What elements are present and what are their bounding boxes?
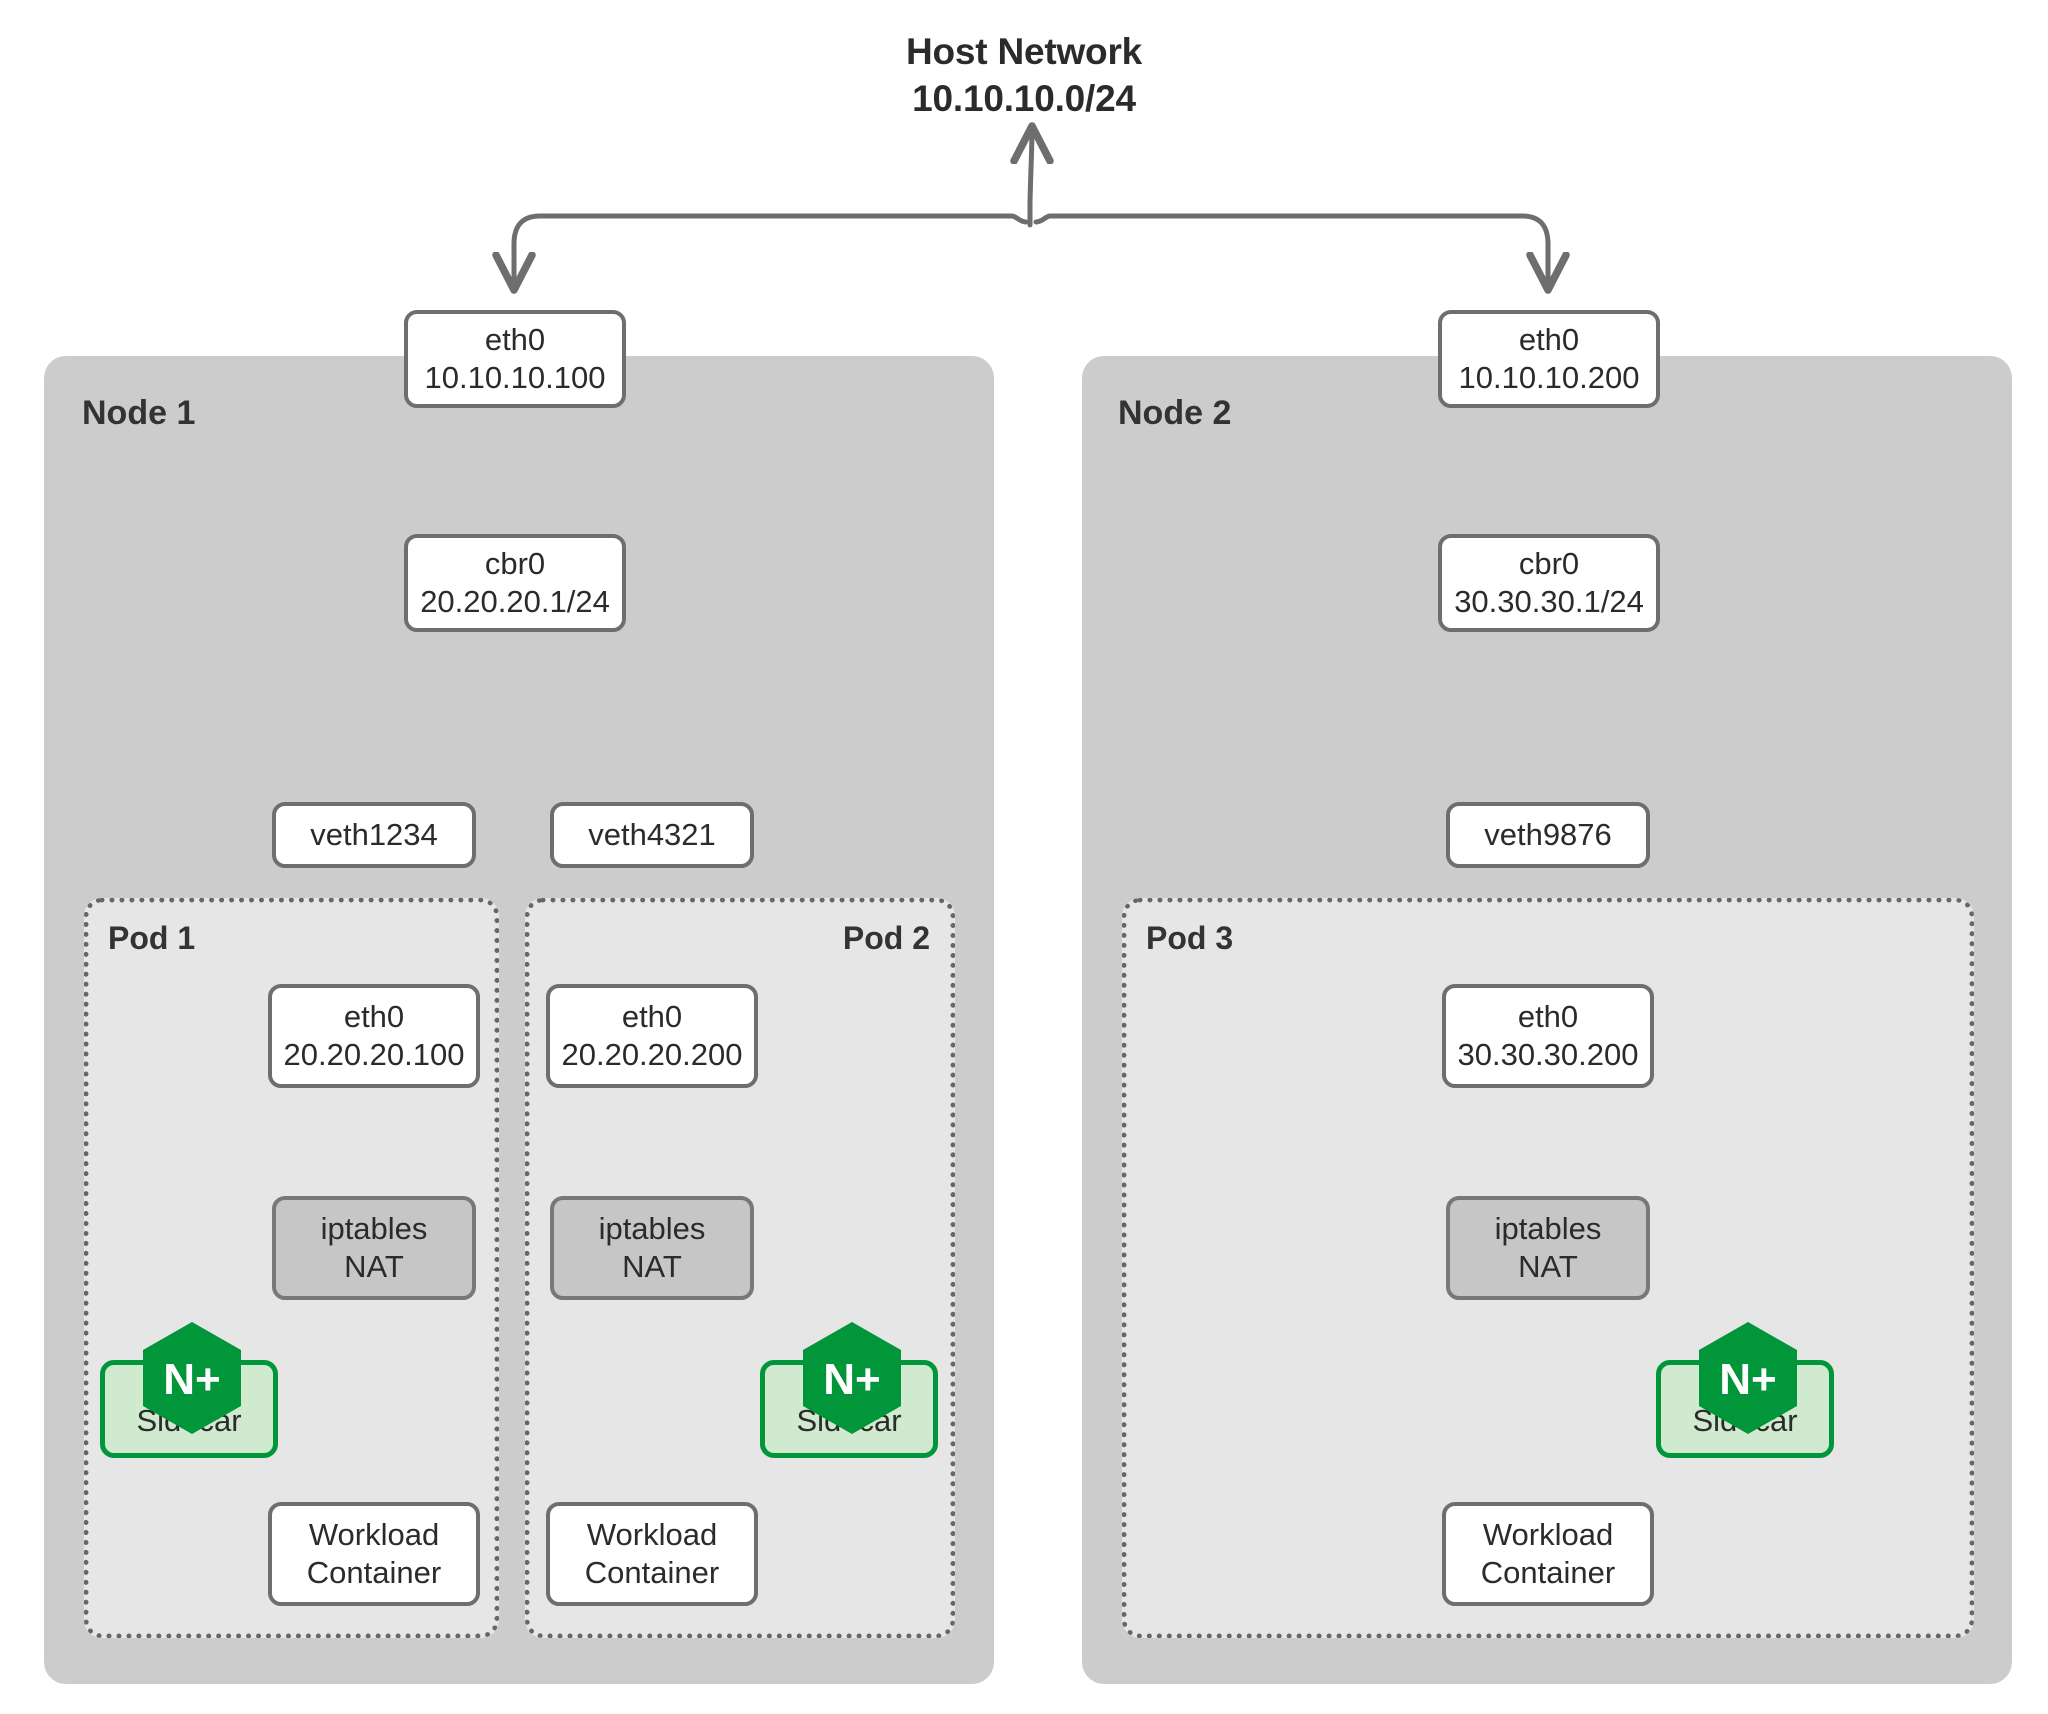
node-2-veth9876-box[interactable]: veth9876 — [1446, 802, 1650, 868]
pod-3-nat-label: NAT — [1518, 1249, 1578, 1284]
pod-1-iptables-nat-box[interactable]: iptables NAT — [272, 1196, 476, 1300]
node-2-cbr0-ip: 30.30.30.1/24 — [1454, 584, 1644, 619]
pod-2-workload-container-box[interactable]: Workload Container — [546, 1502, 758, 1606]
node-2-label: Node 2 — [1118, 394, 1232, 432]
host-network-title-line1: Host Network — [905, 31, 1143, 72]
pod-1-eth0-ip: 20.20.20.100 — [283, 1037, 465, 1072]
nginx-plus-hex-icon: N+ — [1696, 1320, 1800, 1436]
edge-host-trunk — [1030, 128, 1032, 228]
svg-text:N+: N+ — [163, 1355, 220, 1404]
pod-1-eth0-box[interactable]: eth0 20.20.20.100 — [268, 984, 480, 1088]
node-1-eth0-name: eth0 — [484, 321, 546, 357]
node-1-veth1234-box[interactable]: veth1234 — [272, 802, 476, 868]
pod-3-eth0-name: eth0 — [1517, 998, 1579, 1034]
pod-2-eth0-ip: 20.20.20.200 — [561, 1037, 743, 1072]
pod-2-iptables-nat-box[interactable]: iptables NAT — [550, 1196, 754, 1300]
node-1-veth1234-label: veth1234 — [310, 816, 438, 852]
pod-1-iptables-label: iptables — [320, 1210, 428, 1246]
edge-host-bus-left — [514, 213, 1029, 288]
pod-1-label: Pod 1 — [108, 920, 196, 956]
nginx-plus-hex-icon: N+ — [800, 1320, 904, 1436]
pod-3-iptables-label: iptables — [1494, 1210, 1602, 1246]
edge-host-bus-right — [1033, 213, 1548, 288]
pod-3-eth0-box[interactable]: eth0 30.30.30.200 — [1442, 984, 1654, 1088]
node-2-cbr0-name: cbr0 — [1518, 545, 1580, 581]
svg-text:N+: N+ — [1719, 1355, 1776, 1404]
node-1-cbr0-name: cbr0 — [484, 545, 546, 581]
pod-3-label: Pod 3 — [1146, 920, 1234, 956]
pod-2-eth0-box[interactable]: eth0 20.20.20.200 — [546, 984, 758, 1088]
pod-2-label: Pod 2 — [842, 920, 930, 956]
node-1-eth0-box[interactable]: eth0 10.10.10.100 — [404, 310, 626, 408]
pod-3-iptables-nat-box[interactable]: iptables NAT — [1446, 1196, 1650, 1300]
pod-2-eth0-name: eth0 — [621, 998, 683, 1034]
pod-3-workload-line2: Container — [1480, 1555, 1616, 1590]
node-2-eth0-name: eth0 — [1518, 321, 1580, 357]
node-2-eth0-ip: 10.10.10.200 — [1458, 360, 1640, 395]
pod-1-workload-line2: Container — [306, 1555, 442, 1590]
node-1-veth4321-label: veth4321 — [588, 816, 716, 852]
node-1-cbr0-ip: 20.20.20.1/24 — [420, 584, 610, 619]
pod-2-workload-line1: Workload — [586, 1516, 718, 1552]
pod-2-nat-label: NAT — [622, 1249, 682, 1284]
node-2-eth0-box[interactable]: eth0 10.10.10.200 — [1438, 310, 1660, 408]
node-1-label: Node 1 — [82, 394, 196, 432]
node-2-cbr0-box[interactable]: cbr0 30.30.30.1/24 — [1438, 534, 1660, 632]
pod-1-workload-container-box[interactable]: Workload Container — [268, 1502, 480, 1606]
pod-2-iptables-label: iptables — [598, 1210, 706, 1246]
pod-3-eth0-ip: 30.30.30.200 — [1457, 1037, 1639, 1072]
pod-2-workload-line2: Container — [584, 1555, 720, 1590]
node-1-veth4321-box[interactable]: veth4321 — [550, 802, 754, 868]
node-2-veth9876-label: veth9876 — [1484, 816, 1612, 852]
node-1-eth0-ip: 10.10.10.100 — [424, 360, 606, 395]
node-1-cbr0-box[interactable]: cbr0 20.20.20.1/24 — [404, 534, 626, 632]
nginx-plus-hex-icon: N+ — [140, 1320, 244, 1436]
host-network-title: Host Network 10.10.10.0/24 — [0, 28, 2048, 123]
host-network-title-line2: 10.10.10.0/24 — [912, 78, 1136, 120]
pod-1-workload-line1: Workload — [308, 1516, 440, 1552]
svg-text:N+: N+ — [823, 1355, 880, 1404]
pod-3-workload-container-box[interactable]: Workload Container — [1442, 1502, 1654, 1606]
pod-1-nat-label: NAT — [344, 1249, 404, 1284]
pod-3-workload-line1: Workload — [1482, 1516, 1614, 1552]
pod-1-eth0-name: eth0 — [343, 998, 405, 1034]
